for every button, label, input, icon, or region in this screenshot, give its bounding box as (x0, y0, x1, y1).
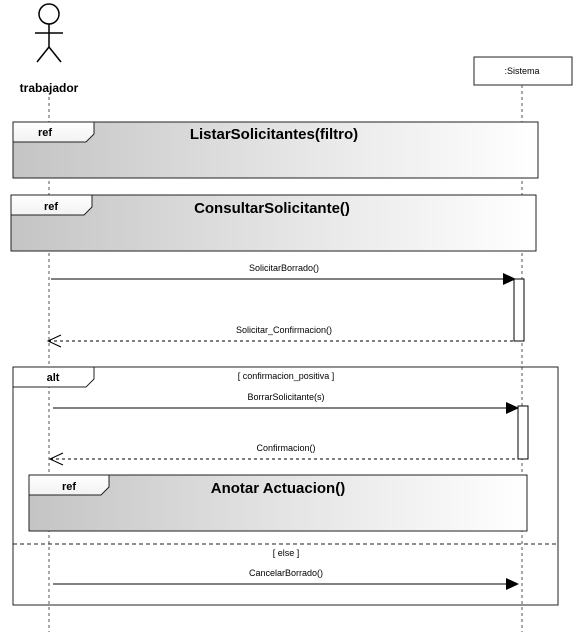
message-label: Solicitar_Confirmacion() (236, 325, 332, 335)
alt-guard-1: [ confirmacion_positiva ] (238, 371, 335, 381)
actor-name: trabajador (20, 81, 79, 95)
message-label: CancelarBorrado() (249, 568, 323, 578)
ref-tag: ref (62, 481, 76, 493)
message-solicitar-borrado: SolicitarBorrado() (51, 263, 516, 285)
ref-title: Anotar Actuacion() (211, 480, 345, 497)
message-cancelar-borrado: CancelarBorrado() (53, 568, 519, 590)
system-name: :Sistema (504, 66, 539, 76)
message-label: Confirmacion() (256, 443, 315, 453)
ref-tag: ref (44, 201, 58, 213)
alt-fragment: alt [ confirmacion_positiva ] [ else ] (12, 366, 559, 606)
ref-title: ListarSolicitantes(filtro) (190, 126, 358, 143)
arrowhead-open (46, 334, 62, 348)
actor-trabajador: trabajador (20, 3, 79, 95)
arrowhead-filled (503, 273, 516, 285)
message-borrar-solicitante: BorrarSolicitante(s) (53, 392, 519, 414)
message-label: SolicitarBorrado() (249, 263, 319, 273)
return-confirmacion: Confirmacion() (48, 443, 518, 466)
arrowhead-open (48, 452, 64, 466)
system-activation (513, 278, 525, 342)
ref-frame-consultar-solicitante: ref ConsultarSolicitante() (10, 194, 537, 252)
arrowhead-filled (506, 402, 519, 414)
ref-frame-listar-solicitantes: ref ListarSolicitantes(filtro) (12, 121, 539, 179)
message-label: BorrarSolicitante(s) (247, 392, 324, 402)
system-lifeline-head: :Sistema (473, 56, 573, 86)
arrowhead-filled (506, 578, 519, 590)
actor-head (38, 3, 60, 25)
return-solicitar-confirmacion: Solicitar_Confirmacion() (46, 325, 514, 348)
system-activation (517, 405, 529, 460)
alt-tag: alt (47, 372, 60, 384)
ref-frame-anotar-actuacion: ref Anotar Actuacion() (28, 474, 528, 532)
ref-title: ConsultarSolicitante() (194, 200, 350, 217)
alt-guard-2: [ else ] (273, 548, 300, 558)
ref-tag: ref (38, 127, 52, 139)
